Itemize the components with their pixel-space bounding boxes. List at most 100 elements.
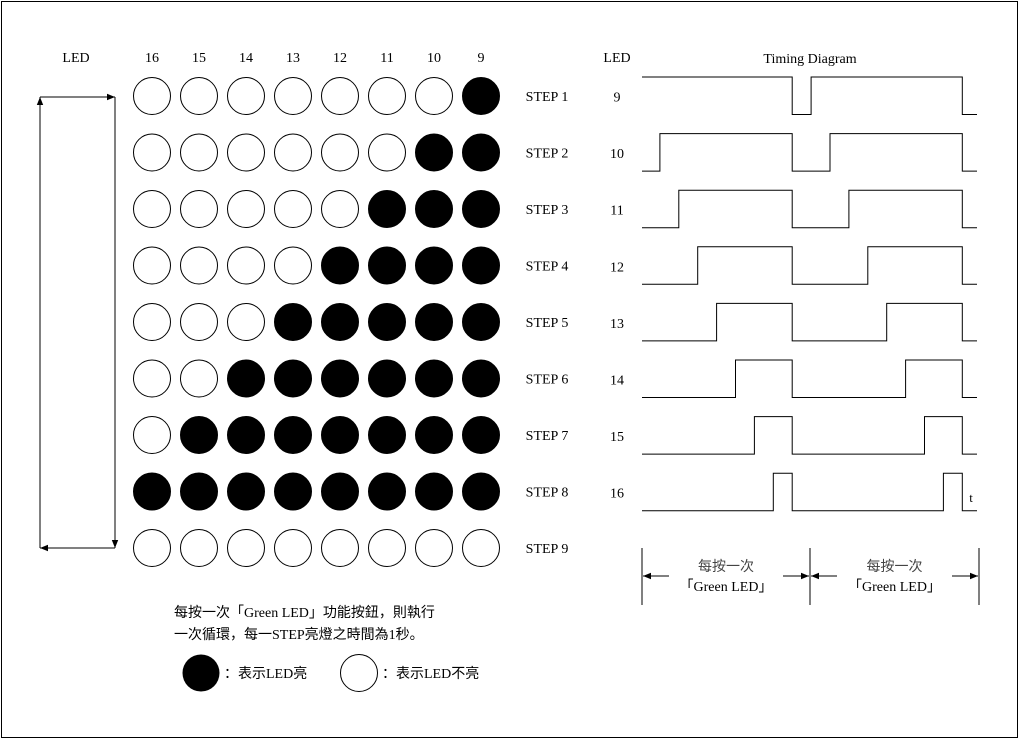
led-off bbox=[321, 77, 359, 115]
led-on bbox=[274, 472, 312, 511]
led-on bbox=[180, 472, 218, 511]
led-on bbox=[368, 472, 406, 511]
led-on bbox=[321, 246, 359, 285]
led-off bbox=[227, 529, 265, 567]
led-on bbox=[274, 359, 312, 398]
led-on bbox=[321, 416, 359, 454]
led-off bbox=[133, 246, 171, 285]
led-on bbox=[462, 246, 500, 285]
led-off bbox=[133, 133, 171, 172]
led-on bbox=[227, 359, 265, 398]
led-on bbox=[368, 246, 406, 285]
led-on bbox=[415, 133, 453, 172]
step-label: STEP 7 bbox=[526, 429, 569, 444]
led-off bbox=[368, 77, 406, 115]
led-off bbox=[227, 190, 265, 228]
timing-title: Timing Diagram bbox=[763, 52, 856, 67]
led-on bbox=[462, 77, 500, 115]
timing-led-label: 12 bbox=[610, 260, 624, 275]
led-on bbox=[462, 190, 500, 228]
led-off bbox=[133, 303, 171, 341]
cycle-label-2: 「Green LED」 bbox=[680, 579, 773, 595]
led-off bbox=[321, 529, 359, 567]
led-off bbox=[180, 303, 218, 341]
note-line-2: 一次循環，每一STEP亮燈之時間為1秒。 bbox=[174, 626, 424, 643]
led-on bbox=[415, 472, 453, 511]
led-on bbox=[321, 303, 359, 341]
timing-led-label: 13 bbox=[610, 317, 624, 332]
led-on bbox=[462, 472, 500, 511]
led-on bbox=[462, 133, 500, 172]
led-off bbox=[180, 359, 218, 398]
led-off bbox=[274, 246, 312, 285]
led-on bbox=[321, 359, 359, 398]
led-off bbox=[180, 133, 218, 172]
led-off bbox=[133, 190, 171, 228]
led-11-waveform bbox=[642, 189, 977, 229]
led-off bbox=[133, 416, 171, 454]
column-header: 9 bbox=[478, 51, 485, 66]
led-off bbox=[274, 77, 312, 115]
note-line-1: 每按一次「Green LED」功能按鈕，則執行 bbox=[174, 605, 435, 621]
led-on bbox=[462, 359, 500, 398]
led-on bbox=[462, 416, 500, 454]
led-off bbox=[415, 529, 453, 567]
timing-led-label: 11 bbox=[610, 204, 623, 219]
led-off bbox=[133, 359, 171, 398]
led-off bbox=[133, 77, 171, 115]
column-header: 15 bbox=[192, 51, 206, 66]
led-off bbox=[180, 529, 218, 567]
column-header: 10 bbox=[427, 51, 441, 66]
led-on bbox=[180, 416, 218, 454]
led-off bbox=[274, 190, 312, 228]
led-off bbox=[368, 133, 406, 172]
led-on bbox=[368, 416, 406, 454]
led-on bbox=[133, 472, 171, 511]
led-16-waveform bbox=[642, 472, 977, 512]
led-on bbox=[415, 190, 453, 228]
step-label: STEP 3 bbox=[526, 203, 569, 218]
column-header: 16 bbox=[145, 51, 159, 66]
led-on bbox=[368, 359, 406, 398]
led-on bbox=[227, 416, 265, 454]
step-label: STEP 4 bbox=[526, 260, 569, 275]
time-axis-label: t bbox=[969, 490, 973, 505]
led-13-waveform bbox=[642, 302, 977, 342]
legend-on-text: ：表示LED亮 bbox=[224, 665, 307, 682]
cycle-label-1: 每按一次 bbox=[867, 559, 923, 575]
led-14-waveform bbox=[642, 359, 977, 398]
column-header: 12 bbox=[333, 51, 347, 66]
led-on bbox=[415, 416, 453, 454]
led-off bbox=[227, 133, 265, 172]
led-off bbox=[368, 529, 406, 567]
grid-led-header: LED bbox=[62, 51, 89, 66]
led-9-waveform bbox=[642, 76, 977, 115]
legend-on-circle bbox=[182, 654, 220, 692]
led-off bbox=[415, 77, 453, 115]
step-label: STEP 2 bbox=[526, 147, 569, 162]
column-header: 14 bbox=[239, 51, 253, 66]
led-on bbox=[415, 303, 453, 341]
led-off bbox=[227, 246, 265, 285]
timing-led-label: 15 bbox=[610, 430, 624, 445]
timing-led-header: LED bbox=[603, 51, 630, 66]
led-on bbox=[274, 416, 312, 454]
led-on bbox=[227, 472, 265, 511]
led-on bbox=[462, 303, 500, 341]
step-label: STEP 5 bbox=[526, 316, 569, 331]
led-off bbox=[321, 133, 359, 172]
timing-led-label: 9 bbox=[614, 91, 621, 106]
led-off bbox=[227, 303, 265, 341]
led-on bbox=[415, 359, 453, 398]
led-off bbox=[274, 529, 312, 567]
cycle-label-1: 每按一次 bbox=[698, 559, 754, 575]
led-off bbox=[180, 77, 218, 115]
led-15-waveform bbox=[642, 416, 977, 455]
led-on bbox=[368, 190, 406, 228]
led-10-waveform bbox=[642, 133, 977, 172]
led-on bbox=[321, 472, 359, 511]
legend-off-circle bbox=[340, 654, 378, 692]
led-on bbox=[415, 246, 453, 285]
